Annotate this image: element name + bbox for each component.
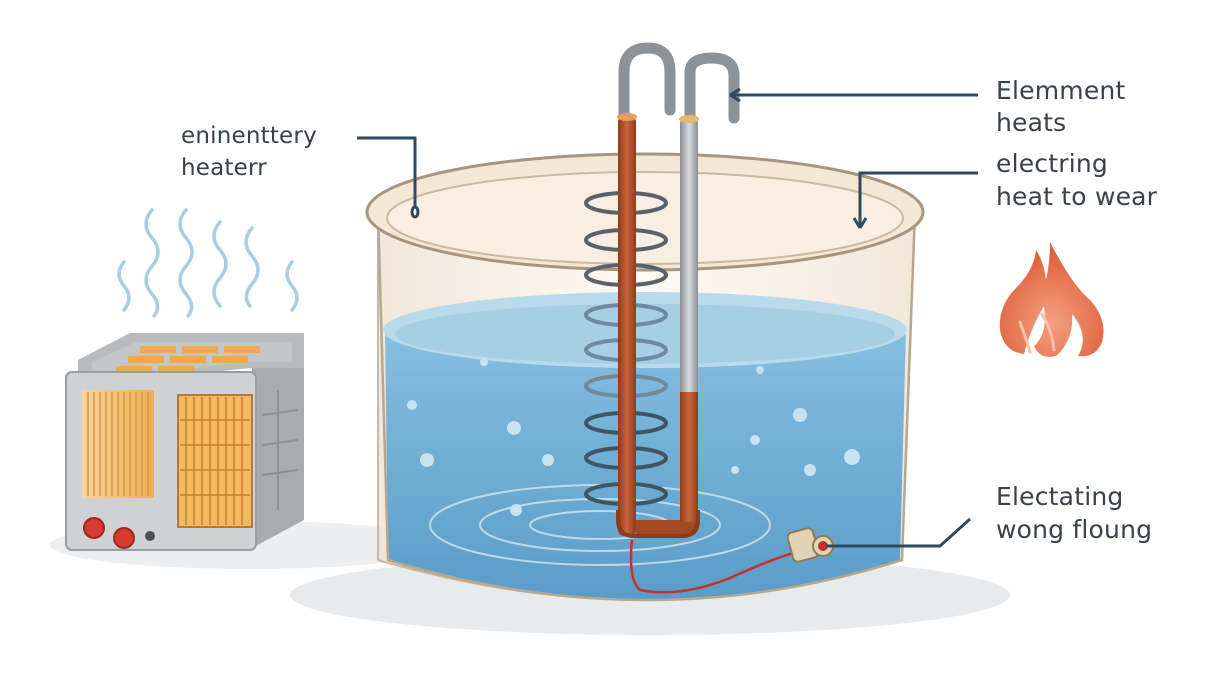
flame-icon bbox=[999, 242, 1104, 357]
label-float-line2: wong floung bbox=[996, 515, 1153, 544]
water-bubbles bbox=[407, 358, 860, 516]
heater-top-grille bbox=[116, 346, 260, 373]
leader-float bbox=[826, 517, 972, 548]
label-heater-line2: heaterr bbox=[181, 155, 267, 181]
heater-indicator bbox=[145, 531, 155, 541]
label-element-line1: Elemment bbox=[996, 76, 1126, 105]
leader-lines bbox=[357, 87, 978, 548]
water-tank bbox=[365, 152, 925, 602]
label-transfer-line2: heat to wear bbox=[996, 182, 1158, 211]
heat-waves-icon bbox=[117, 208, 299, 318]
copper-rod bbox=[618, 116, 636, 536]
heater-right-grille bbox=[177, 394, 253, 528]
label-element-line2: heats bbox=[996, 108, 1067, 137]
steel-rod bbox=[680, 118, 698, 400]
heating-element bbox=[616, 42, 740, 538]
space-heater-icon bbox=[65, 208, 304, 551]
leader-transfer bbox=[858, 171, 978, 225]
label-float-line1: Electating bbox=[996, 482, 1124, 511]
heater-knob-2 bbox=[113, 527, 135, 549]
leader-heater bbox=[357, 136, 417, 208]
label-heater-line1: eninenttery bbox=[181, 123, 317, 149]
heater-knob-1 bbox=[83, 517, 105, 539]
label-transfer-line1: electring bbox=[996, 149, 1108, 178]
